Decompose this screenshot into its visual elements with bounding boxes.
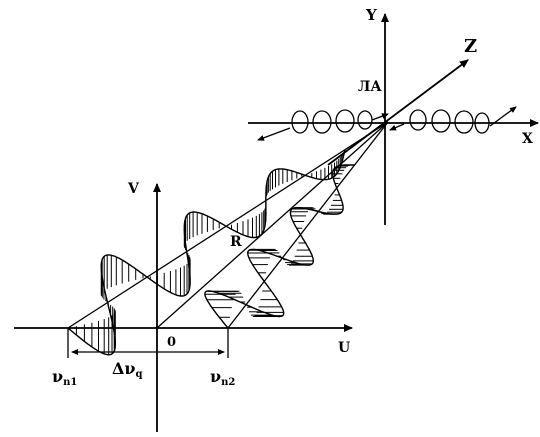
vortex-arrow-right-outer — [489, 106, 517, 127]
vortex-arrow-left-outer — [257, 127, 291, 141]
label-origin: 0 — [167, 335, 176, 350]
vortex-arrow-right-inner — [389, 123, 405, 131]
vortex-loop — [312, 110, 332, 134]
label-x-axis: X — [522, 131, 533, 147]
aircraft-axes — [248, 13, 539, 225]
wave-lower — [204, 164, 355, 329]
rays — [67, 121, 389, 329]
wave-curve — [67, 149, 346, 356]
vortex-loop — [474, 112, 490, 134]
label-delta-nu: Δνq — [112, 359, 143, 380]
vortex-loop — [357, 110, 373, 130]
wave-curve — [204, 164, 355, 329]
z-axis — [327, 59, 469, 166]
label-nu-n1: νn1 — [52, 367, 77, 388]
label-nu-n2: νn2 — [210, 367, 235, 388]
wave-upper — [67, 149, 346, 356]
vortex-loop — [431, 109, 451, 133]
vortex-loop — [291, 110, 309, 134]
vortex-loop — [409, 109, 427, 131]
wing-vortices — [257, 106, 517, 141]
label-z-axis: Z — [464, 36, 477, 57]
delta-nu-dimension — [67, 328, 229, 358]
ray-lower — [227, 121, 389, 329]
ray-r — [156, 121, 389, 329]
label-y-axis: Y — [365, 6, 377, 24]
vortex-arrow-left-inner — [371, 113, 389, 121]
label-aircraft: ЛА — [358, 79, 382, 95]
vortex-loop — [335, 109, 355, 133]
label-radius: R — [230, 234, 242, 250]
ray-upper — [67, 121, 389, 329]
uv-axes — [14, 183, 353, 432]
label-u-axis: U — [338, 340, 350, 356]
label-v-axis: V — [127, 181, 140, 197]
vortex-loop — [454, 110, 474, 134]
